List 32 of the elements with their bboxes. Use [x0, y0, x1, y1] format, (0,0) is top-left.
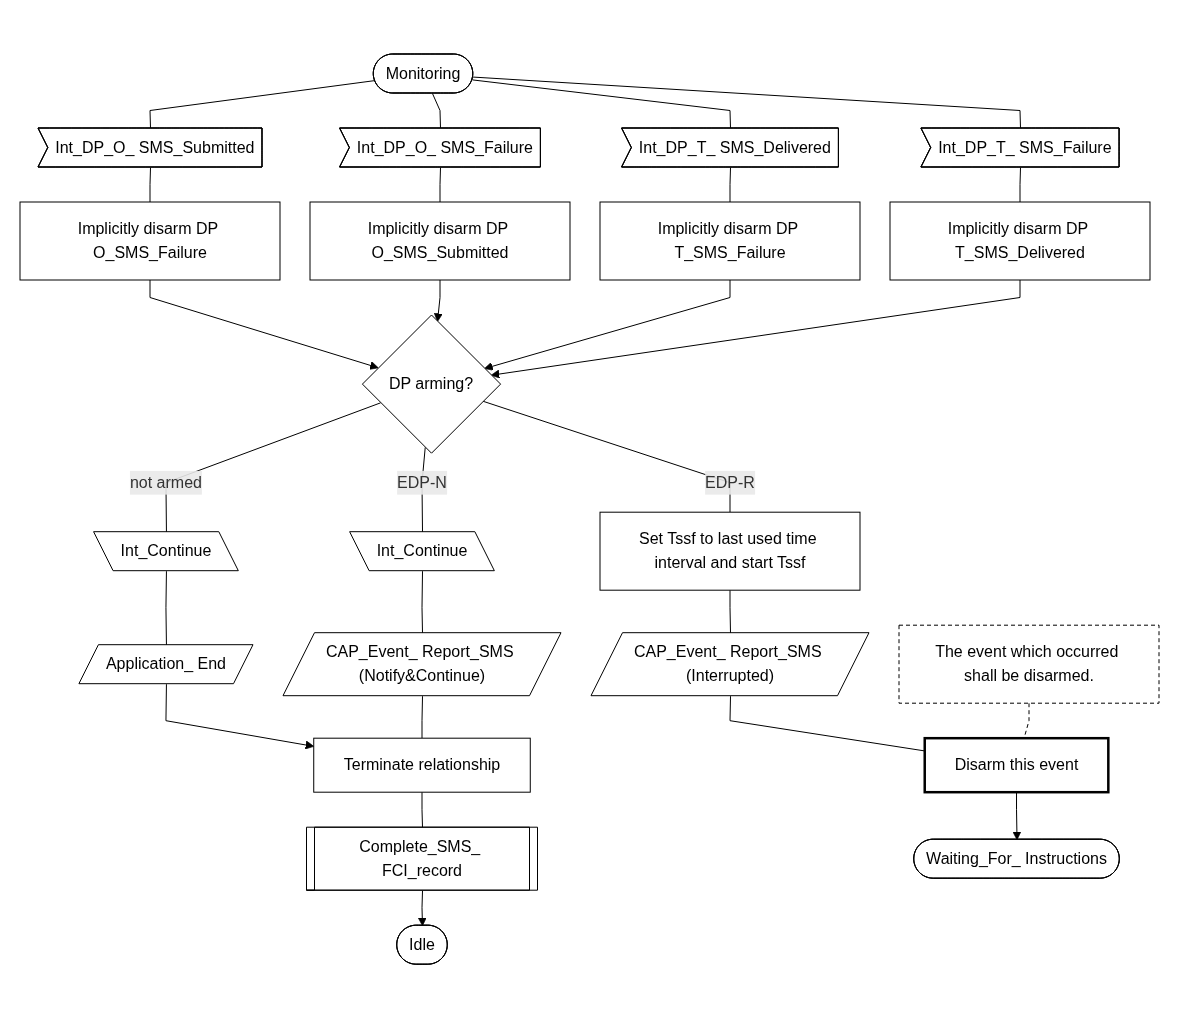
node-box: Implicitly disarm DP T_SMS_Failure: [599, 201, 861, 281]
connector: [471, 79, 731, 130]
connector: [165, 571, 167, 647]
node-box: Set Tssf to last used time interval and start Tssf: [599, 512, 861, 592]
arrow: [433, 279, 443, 323]
connector: [149, 80, 376, 130]
connector: [149, 167, 151, 203]
edge-label: not armed: [129, 474, 202, 492]
arrow: [149, 279, 379, 371]
node-box: Terminate relationship: [313, 738, 531, 794]
connector: [421, 571, 423, 635]
edge-label: EDP-N: [397, 474, 447, 492]
arrow: [1012, 792, 1022, 841]
node-diamond: DP arming?: [361, 314, 502, 455]
node-box: Implicitly disarm DP O_SMS_Failure: [19, 201, 281, 281]
connector: [421, 792, 423, 829]
node-box: Implicitly disarm DP O_SMS_Submitted: [309, 201, 571, 281]
edge-label: EDP-R: [705, 474, 755, 492]
arrow: [484, 279, 731, 371]
node-box: Implicitly disarm DP T_SMS_Delivered: [889, 201, 1151, 281]
connector: [431, 93, 441, 130]
connector: [439, 167, 441, 203]
arrow: [490, 279, 1021, 379]
connector: [472, 76, 1021, 130]
connector: [1019, 167, 1021, 203]
node-box: The event which occurred shall be disarmed.: [898, 625, 1160, 705]
arrow: [165, 684, 315, 750]
node-box: Disarm this event: [923, 737, 1110, 794]
arrow: [417, 890, 427, 927]
connector: [729, 167, 731, 203]
connector: [421, 696, 423, 740]
connector: [729, 590, 731, 635]
